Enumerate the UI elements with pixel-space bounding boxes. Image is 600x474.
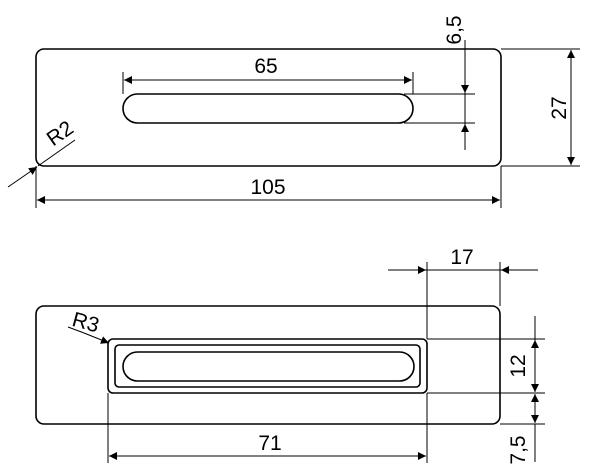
- label-slot-length: 65: [254, 55, 277, 78]
- bottom-view-dimensions: [67, 262, 545, 463]
- label-corner-radius-top: R2: [43, 117, 78, 151]
- label-recess-length: 71: [258, 432, 281, 455]
- label-recess-height: 12: [507, 354, 530, 377]
- label-corner-radius-bottom: R3: [70, 308, 102, 337]
- label-plate-height: 27: [548, 96, 571, 119]
- label-slot-offset: 6,5: [443, 15, 466, 44]
- leader-corner-radius-bottom: [83, 332, 110, 344]
- label-edge-offset: 17: [450, 246, 473, 269]
- top-view-dimensions: [7, 40, 580, 208]
- top-view: [35, 48, 502, 167]
- bottom-view: [35, 305, 501, 425]
- label-bottom-offset: 7,5: [507, 435, 530, 464]
- leader-corner-radius-top: [7, 166, 38, 188]
- bottom-slot: [122, 351, 415, 382]
- label-plate-length: 105: [250, 176, 285, 199]
- top-view-labels: 65 6,5 27 R2 105: [43, 15, 571, 199]
- top-plate-outline: [35, 48, 502, 167]
- bottom-recess-outer: [107, 338, 428, 394]
- bottom-plate-outline: [35, 305, 501, 425]
- bottom-recess-inner: [114, 344, 421, 388]
- top-slot: [122, 93, 414, 124]
- bottom-view-labels: 17 R3 12 71 7,5: [70, 246, 530, 465]
